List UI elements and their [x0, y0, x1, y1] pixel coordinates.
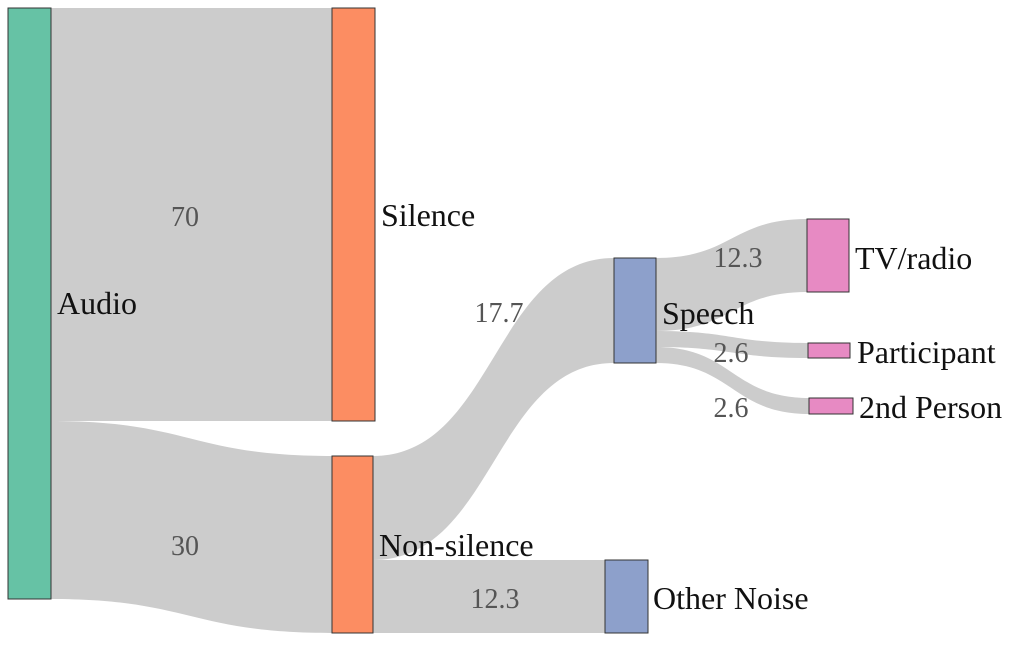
- flow-label-speech-tvradio: 12.3: [714, 243, 763, 274]
- link-speech-2ndperson: [656, 347, 809, 414]
- node-label-silence: Silence: [381, 197, 475, 233]
- nodes: [7, 7, 854, 634]
- flow-label-nonsilence-othernoise: 12.3: [471, 584, 520, 615]
- node-2nd-person: [808, 397, 854, 415]
- node-other-noise: [604, 559, 649, 634]
- flow-label-speech-participant: 2.6: [714, 338, 749, 369]
- link-speech-tvradio: [656, 219, 807, 331]
- flow-labels: 70 30 17.7 12.3 12.3 2.6 2.6: [171, 202, 763, 615]
- link-nonsilence-speech: [373, 258, 614, 560]
- node-labels: Audio Silence Non-silence Speech Other N…: [57, 197, 1002, 616]
- link-audio-nonsilence: [51, 421, 332, 633]
- link-nonsilence-othernoise: [373, 560, 605, 633]
- node-label-audio: Audio: [57, 285, 137, 321]
- node-label-speech: Speech: [662, 295, 754, 331]
- node-silence: [331, 7, 376, 422]
- node-label-non-silence: Non-silence: [379, 527, 534, 563]
- flow-label-audio-silence: 70: [171, 202, 199, 233]
- node-label-participant: Participant: [857, 334, 996, 370]
- links: [51, 8, 809, 633]
- flow-label-audio-nonsilence: 30: [171, 531, 199, 562]
- node-tv-radio: [806, 218, 850, 293]
- flow-label-speech-2ndperson: 2.6: [714, 393, 749, 424]
- node-label-2nd-person: 2nd Person: [859, 389, 1002, 425]
- node-speech: [613, 257, 657, 364]
- node-label-tv-radio: TV/radio: [855, 240, 972, 276]
- link-speech-participant: [656, 331, 808, 358]
- link-audio-silence: [51, 8, 332, 421]
- node-audio: [7, 7, 52, 600]
- flow-label-nonsilence-speech: 17.7: [475, 298, 524, 329]
- node-non-silence: [331, 455, 374, 634]
- node-participant: [807, 342, 851, 359]
- node-label-other-noise: Other Noise: [653, 580, 809, 616]
